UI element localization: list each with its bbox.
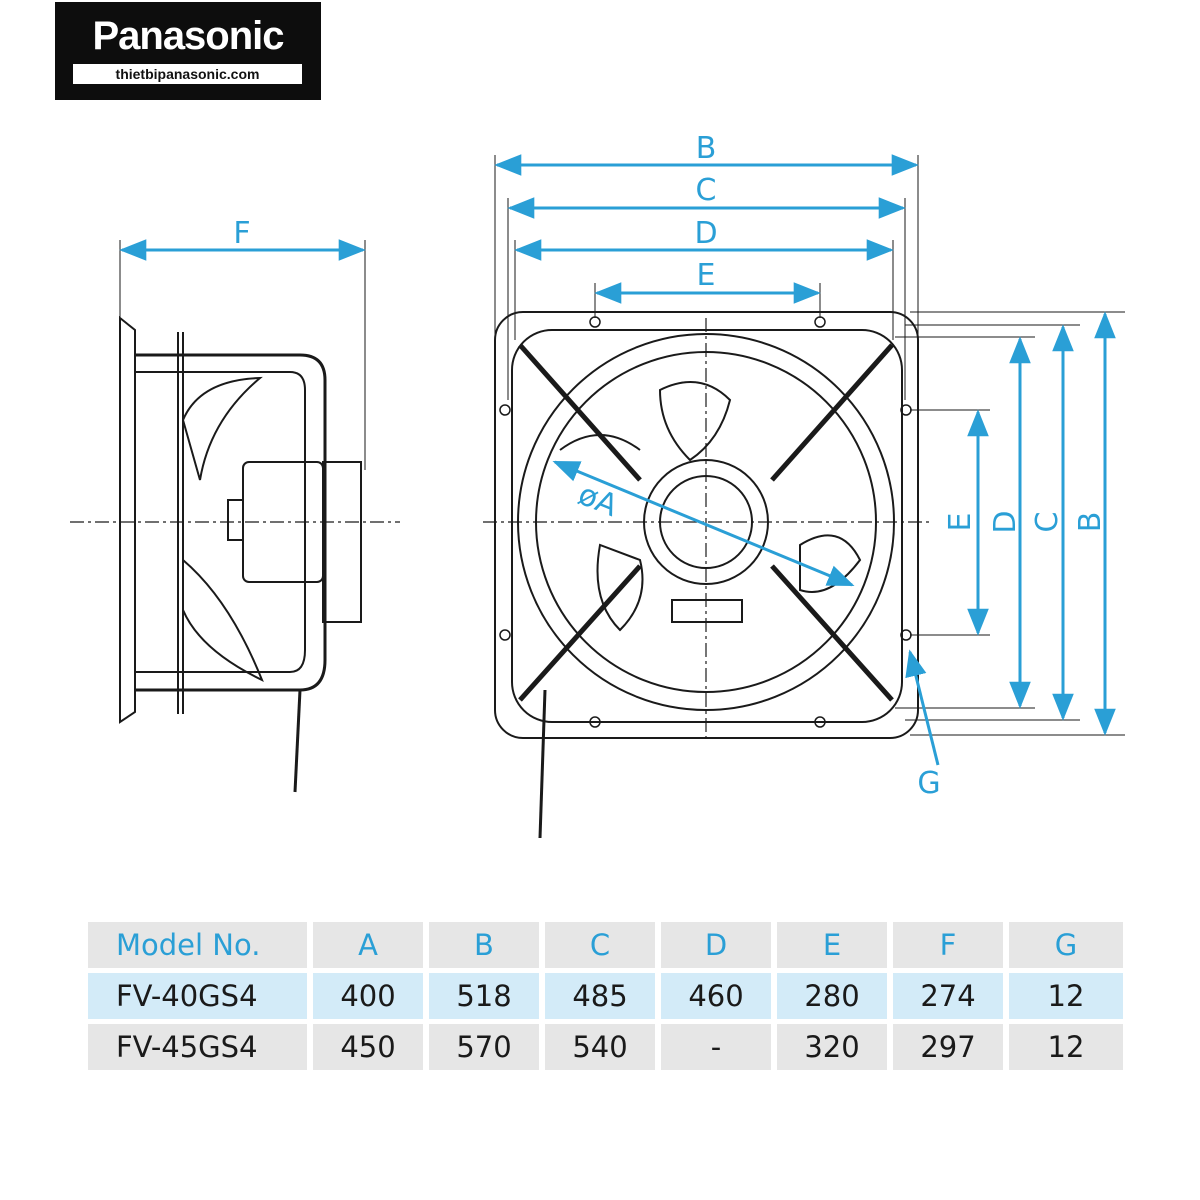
dimension-a-label: øA: [573, 477, 623, 524]
cell-a: 450: [313, 1024, 423, 1070]
cell-e: 320: [777, 1024, 887, 1070]
header-f: F: [893, 922, 1003, 968]
table-header-row: Model No. A B C D E F G: [88, 922, 1129, 968]
dimension-g-label: G: [917, 766, 940, 801]
cell-e: 280: [777, 973, 887, 1019]
cell-g: 12: [1009, 1024, 1123, 1070]
cell-f: 274: [893, 973, 1003, 1019]
cell-c: 540: [545, 1024, 655, 1070]
header-g: G: [1009, 922, 1123, 968]
table-row: FV-40GS4 400 518 485 460 280 274 12: [88, 973, 1129, 1019]
header-a: A: [313, 922, 423, 968]
table-row: FV-45GS4 450 570 540 - 320 297 12: [88, 1024, 1129, 1070]
dimension-table: Model No. A B C D E F G FV-40GS4 400 518…: [88, 922, 1129, 1075]
logo-brand: Panasonic: [92, 14, 284, 58]
header-model: Model No.: [88, 922, 307, 968]
panasonic-logo: Panasonic thietbipanasonic.com: [55, 2, 321, 100]
cell-g: 12: [1009, 973, 1123, 1019]
dimension-arrows: [494, 154, 1116, 766]
cell-model: FV-45GS4: [88, 1024, 307, 1070]
cell-b: 570: [429, 1024, 539, 1070]
dimension-e-vertical-label: E: [943, 513, 978, 532]
dimension-c-label: C: [696, 173, 717, 208]
header-d: D: [661, 922, 771, 968]
cell-model: FV-40GS4: [88, 973, 307, 1019]
fan-dimension-drawing: F: [70, 131, 1125, 839]
cell-a: 400: [313, 973, 423, 1019]
dimension-d-vertical-label: D: [988, 510, 1023, 533]
header-c: C: [545, 922, 655, 968]
header-b: B: [429, 922, 539, 968]
cell-d: 460: [661, 973, 771, 1019]
logo-website: thietbipanasonic.com: [73, 64, 302, 84]
dimension-e-label: E: [697, 258, 716, 293]
cell-f: 297: [893, 1024, 1003, 1070]
side-view: [70, 240, 400, 793]
dimension-c-vertical-label: C: [1030, 512, 1065, 533]
dimension-b-vertical-label: B: [1073, 512, 1108, 533]
dimension-f-label: F: [233, 216, 250, 251]
dimension-d-label: D: [694, 216, 717, 251]
dimension-b-label: B: [696, 131, 717, 166]
cell-b: 518: [429, 973, 539, 1019]
header-e: E: [777, 922, 887, 968]
cell-c: 485: [545, 973, 655, 1019]
cell-d: -: [661, 1024, 771, 1070]
